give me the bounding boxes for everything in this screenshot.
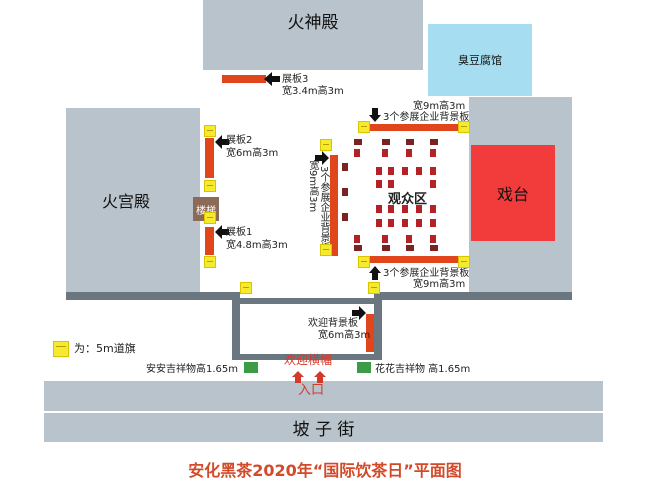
entry-wall-left: [232, 292, 240, 360]
flag-icon: [204, 212, 216, 224]
entrance-arrow-icon: [292, 371, 304, 383]
entry-wall-right: [374, 292, 382, 360]
huogong-hall-label: 火宫殿: [101, 192, 150, 211]
board-2: [205, 138, 214, 178]
board-1-name: 展板1: [226, 227, 253, 238]
arrow-left-icon: [215, 135, 229, 149]
flag-icon: [204, 180, 216, 192]
flag-icon: [368, 282, 380, 294]
board-2-name: 展板2: [226, 135, 253, 146]
mascot-right-label: 花花吉祥物 高1.65m: [375, 364, 471, 375]
mascot-left-label: 安安吉祥物高1.65m: [146, 364, 239, 375]
flag-icon: [458, 121, 470, 133]
legend-text: 为：5m道旗: [74, 342, 136, 355]
flag-icon: [458, 256, 470, 268]
huoshen-hall: 火神殿: [203, 0, 423, 70]
auditorium-label: 观众区: [388, 192, 428, 207]
arrow-left-icon: [264, 72, 280, 86]
flag-icon: [240, 282, 252, 294]
board-3-name: 展板3: [282, 74, 309, 85]
street-upper: [44, 381, 603, 411]
entry-wall-bottom: [232, 354, 382, 360]
street-label: 坡 子 街: [292, 420, 355, 440]
welcome-banner: 欢迎横幅: [284, 353, 333, 367]
board-3-size: 宽3.4m高3m: [282, 86, 344, 97]
huoshen-hall-label: 火神殿: [287, 13, 339, 33]
flag-icon: [204, 125, 216, 137]
left-background-board: [330, 155, 338, 256]
entrance-label: 入口: [298, 383, 325, 398]
entrance-arrow-icon: [314, 371, 326, 383]
welcome-background-size: 宽6m高3m: [318, 330, 371, 341]
board-3: [222, 75, 266, 83]
stage-label: 戏台: [496, 185, 529, 204]
bottom-background-name: 3个参展企业背景板: [383, 268, 470, 279]
map-title: 安化黑茶2020年“国际饮茶日”平面图: [188, 461, 462, 480]
top-background-name: 3个参展企业背景板: [383, 112, 470, 123]
flag-icon: [320, 139, 332, 151]
wall-right: [382, 292, 572, 300]
board-1-size: 宽4.8m高3m: [226, 240, 288, 251]
bottom-background-board: [360, 256, 462, 263]
board-1: [205, 227, 214, 255]
arrow-down-icon: [369, 108, 381, 122]
arrow-up-icon: [369, 266, 381, 280]
entry-wall-top: [232, 298, 382, 304]
huogong-hall: 火宫殿: [66, 108, 200, 292]
stairs-label: 楼梯: [196, 205, 216, 217]
board-2-size: 宽6m高3m: [226, 148, 279, 159]
wall-left: [66, 292, 232, 300]
flag-icon: [204, 256, 216, 268]
stage: 戏台: [471, 145, 555, 241]
flag-icon: [358, 121, 370, 133]
auditorium: 观众区: [342, 133, 466, 255]
arrow-right-icon: [352, 306, 366, 320]
left-background-name: 3个参展企业背景板: [318, 166, 329, 253]
legend-flag-icon: [53, 341, 69, 357]
flag-icon: [320, 244, 332, 256]
mascot-left: [244, 362, 258, 373]
welcome-background-name: 欢迎背景板: [308, 318, 358, 329]
street: 坡 子 街: [44, 413, 603, 442]
flag-icon: [358, 256, 370, 268]
choudoufu-hall: 臭豆腐馆: [428, 24, 532, 96]
top-background-size: 宽9m高3m: [413, 101, 466, 112]
left-background-size: 宽9m高3m: [307, 160, 318, 213]
mascot-right: [357, 362, 371, 373]
arrow-right-icon: [315, 151, 329, 165]
bottom-background-size: 宽9m高3m: [413, 279, 466, 290]
top-background-board: [360, 124, 462, 131]
choudoufu-hall-label: 臭豆腐馆: [458, 54, 502, 67]
arrow-left-icon: [215, 225, 229, 239]
welcome-background-board: [366, 314, 374, 352]
